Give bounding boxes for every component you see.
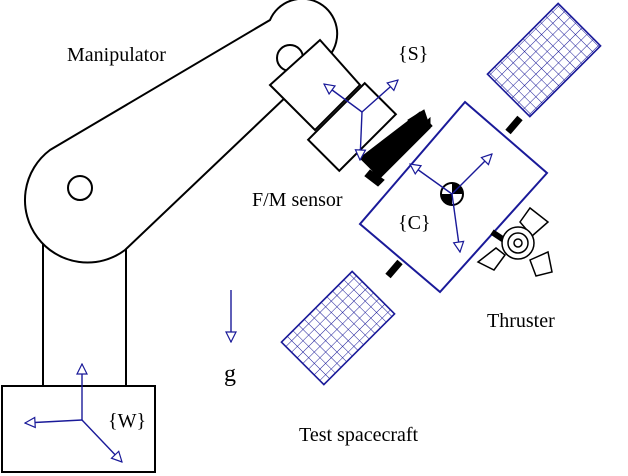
panel-boom-lower xyxy=(385,259,403,279)
manipulator xyxy=(1,0,398,473)
lower-arm-link xyxy=(24,0,339,264)
solar-panel-upper xyxy=(486,2,602,118)
sensor-frame-axes xyxy=(324,80,398,160)
manipulator-column xyxy=(42,244,127,387)
world-frame-label: {W} xyxy=(108,410,146,432)
panel-boom-upper xyxy=(505,115,523,135)
sensor-frame-label: {S} xyxy=(398,43,428,65)
world-base-box xyxy=(1,385,156,473)
thruster-label: Thruster xyxy=(487,310,555,332)
force-moment-sensor-body xyxy=(306,81,398,173)
spacecraft-frame-axes xyxy=(410,154,492,252)
manipulator-label: Manipulator xyxy=(67,44,166,66)
test-spacecraft-label: Test spacecraft xyxy=(299,424,419,446)
wrist-link xyxy=(268,38,362,132)
fm-sensor-label: F/M sensor xyxy=(252,189,343,211)
world-frame-axes xyxy=(25,364,122,462)
gravity-label: g xyxy=(224,361,236,387)
thruster-icon xyxy=(476,206,553,277)
solar-panel-lower xyxy=(280,270,396,386)
gripper-adapter xyxy=(359,109,433,187)
test-spacecraft xyxy=(280,2,602,386)
shoulder-joint xyxy=(67,175,93,201)
spacecraft-frame-label: {C} xyxy=(398,212,431,234)
